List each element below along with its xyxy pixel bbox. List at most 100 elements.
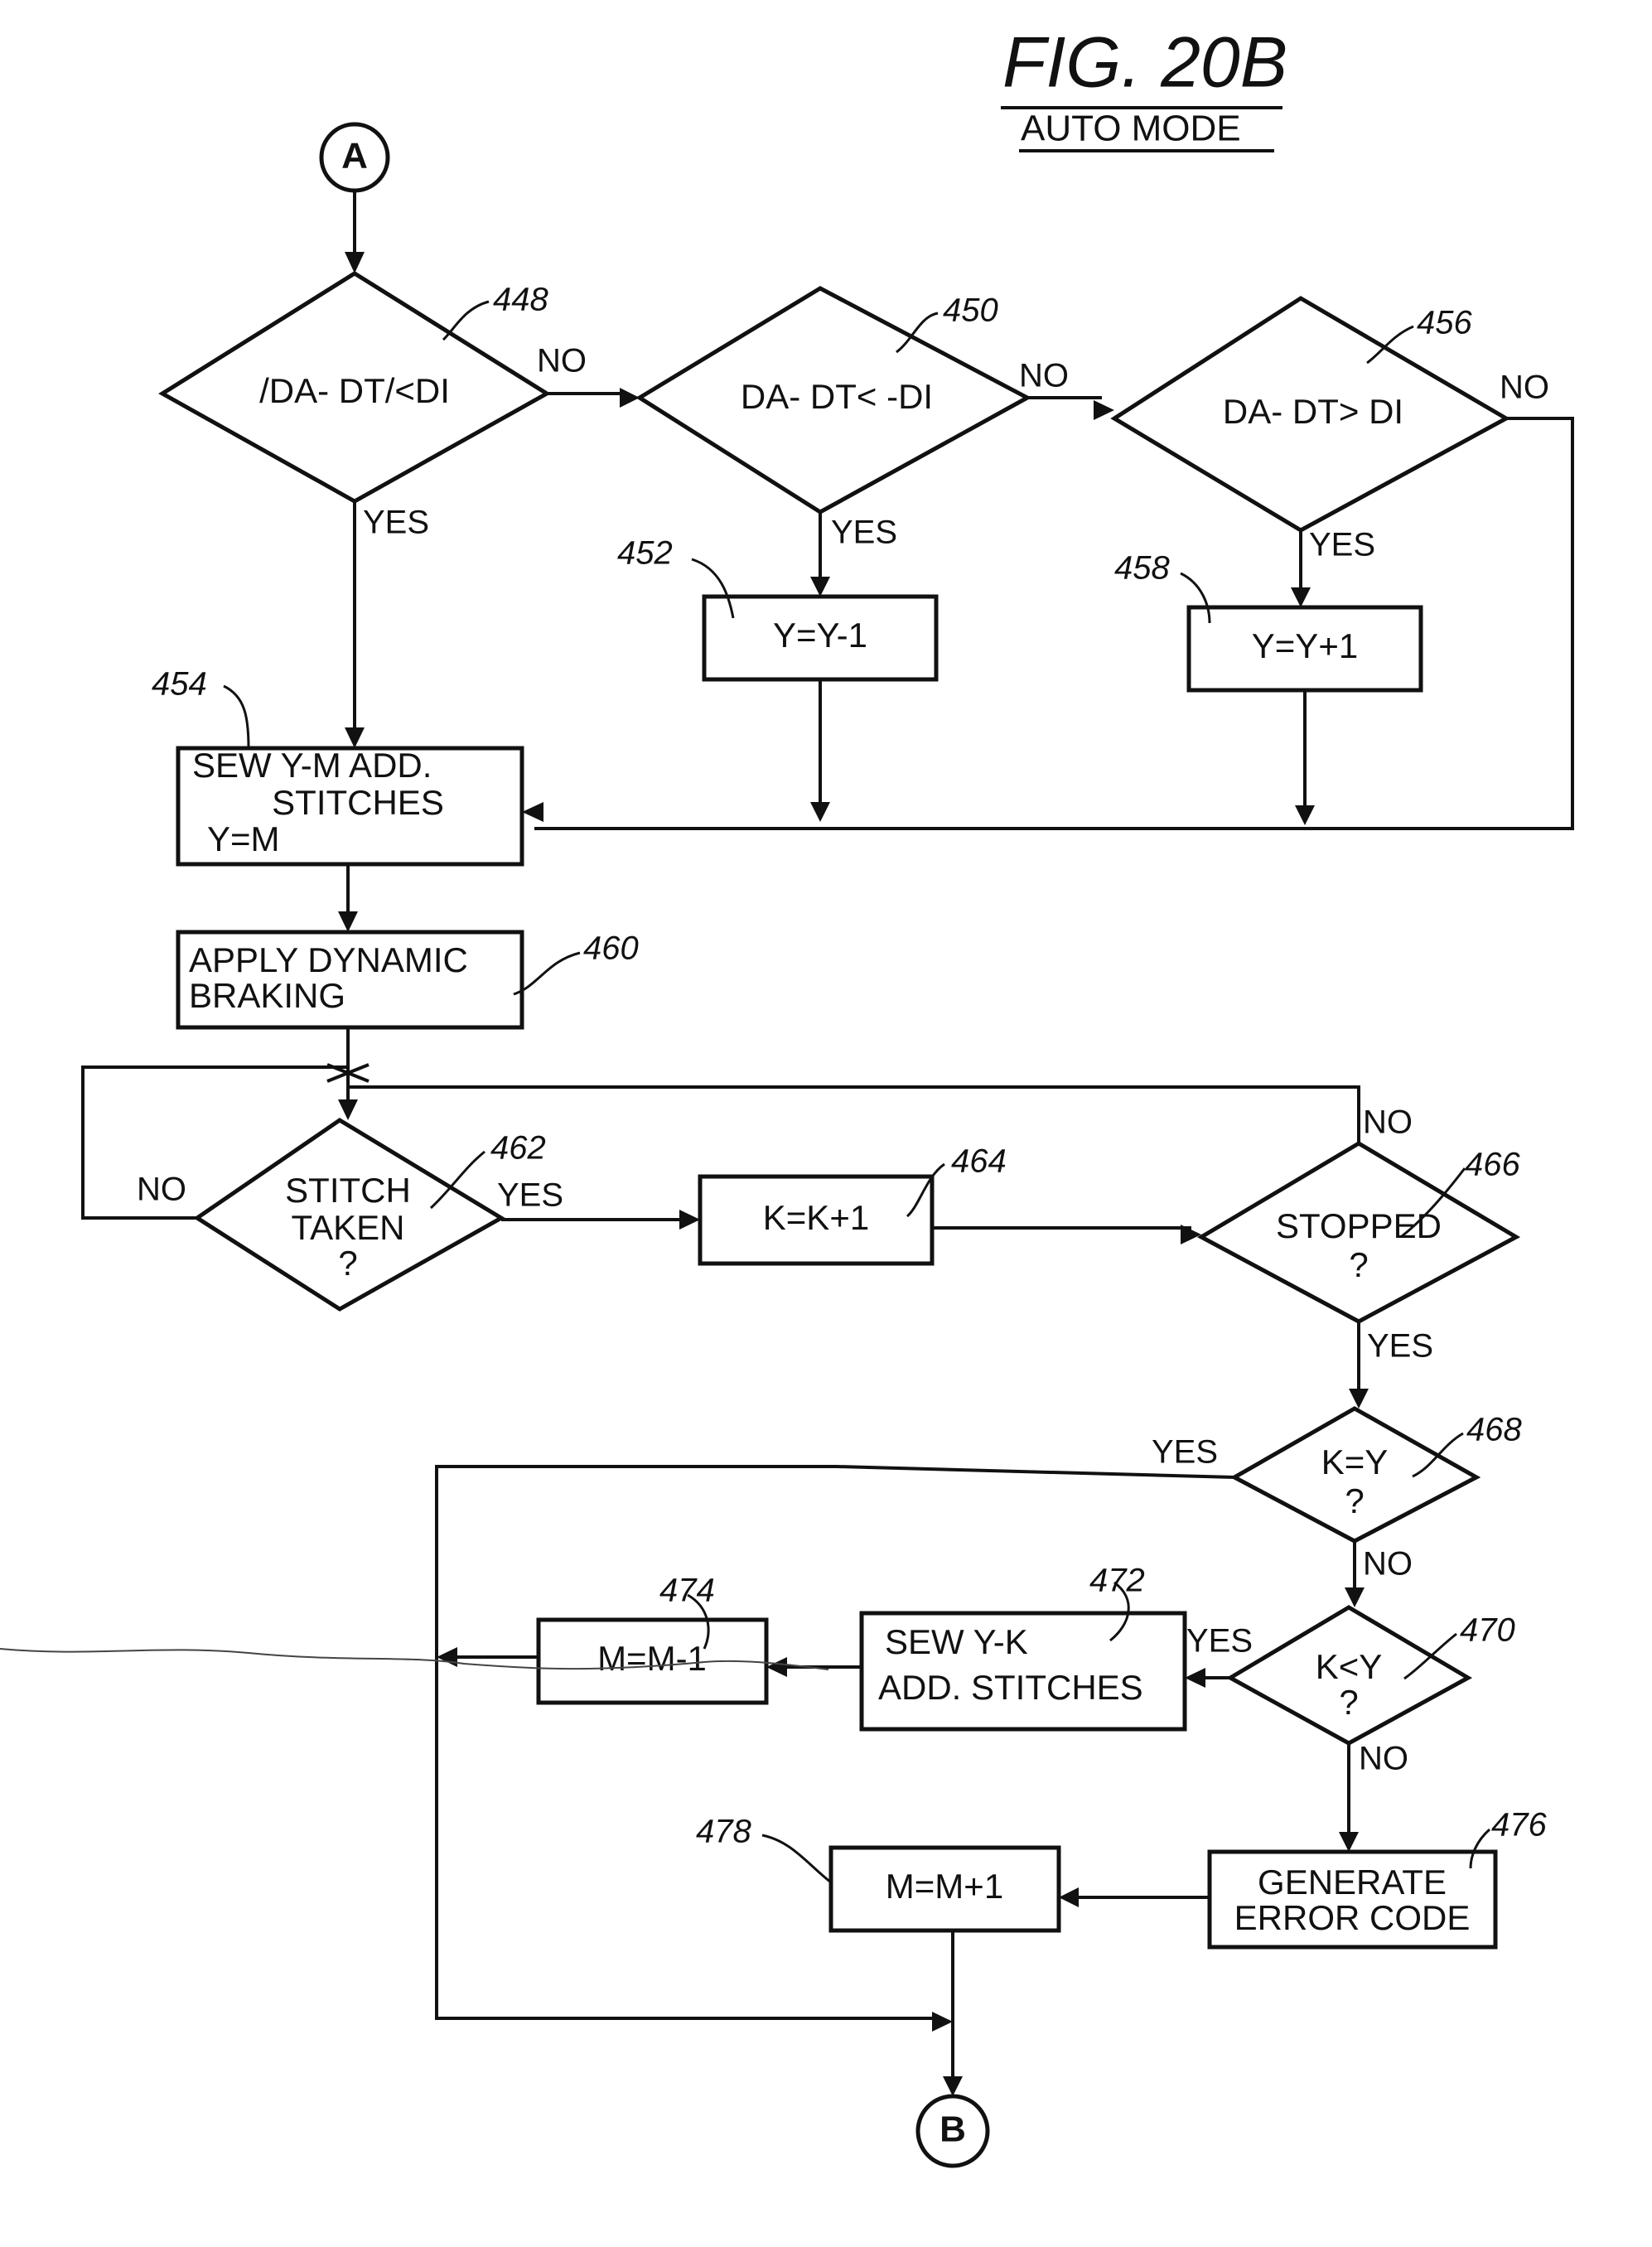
decision-466-line-1: STOPPED [1276,1206,1442,1245]
process-452 [702,594,939,682]
edge-label-448-yes: YES [363,505,429,541]
decision-462-line-3: ? [338,1244,357,1283]
leader-460 [513,951,581,996]
arrowhead-450-no [1094,400,1114,420]
arrowhead-458-down [1295,805,1315,825]
arrowhead-462-yes [679,1210,700,1230]
process-476-line-2: ERROR CODE [1234,1898,1471,1937]
arrowhead-448-yes [345,727,365,748]
loop-junction-mark [326,1063,370,1083]
ref-470: 470 [1460,1612,1515,1649]
ref-452: 452 [617,535,673,572]
ref-448: 448 [493,282,548,318]
edge-label-468-no: NO [1363,1546,1413,1583]
edge-456-no-return [534,417,1574,830]
edge-label-470-no: NO [1359,1741,1408,1777]
ref-466: 466 [1465,1147,1520,1183]
ref-468: 468 [1466,1412,1522,1448]
connector-b-label: B [940,2109,966,2150]
edge-466-no-loop [348,1085,1360,1143]
arrowhead-474-to-return [437,1647,457,1667]
process-478-text: M=M+1 [886,1867,1003,1906]
ref-458: 458 [1114,550,1170,587]
figure-title: FIG. 20B [1002,23,1287,103]
leader-476 [1469,1828,1490,1869]
arrowhead-450-yes [810,577,830,597]
process-464-text: K=K+1 [763,1198,869,1237]
arrowhead-468-no [1345,1587,1365,1607]
edge-label-466-yes: YES [1367,1328,1433,1365]
process-454-line-1: SEW Y-M ADD. [192,746,432,785]
edge-462-no-loop [81,1066,348,1220]
process-460-line-1: APPLY DYNAMIC [189,940,468,979]
ref-456: 456 [1417,305,1472,341]
scan-artifact-line [0,1648,829,1670]
decision-456-text: DA- DT> DI [1223,392,1403,431]
process-452-text: Y=Y-1 [773,616,867,655]
decision-468-line-1: K=Y [1321,1442,1389,1481]
process-454 [176,746,524,867]
decision-450-text: DA- DT< -DI [741,377,933,416]
edge-label-450-yes: YES [831,515,897,551]
process-460 [176,930,524,1030]
decision-470-line-2: ? [1339,1683,1358,1722]
process-454-line-3: Y=M [207,819,280,858]
arrowhead-466-yes [1349,1389,1369,1409]
process-464 [698,1174,935,1266]
leader-474 [687,1593,710,1650]
decision-462-line-2: TAKEN [292,1208,405,1247]
leader-448 [442,300,490,341]
process-460-line-2: BRAKING [189,976,345,1015]
process-454-line-2: STITCHES [272,783,444,822]
leader-478 [761,1834,832,1884]
leader-452 [691,558,735,619]
ref-450: 450 [943,292,998,329]
leader-470 [1403,1632,1457,1680]
edge-label-456-yes: YES [1309,527,1375,563]
edge-label-466-no: NO [1363,1104,1413,1141]
arrowhead-470-yes [1185,1668,1205,1688]
ref-474: 474 [659,1573,715,1609]
arrowhead-468-yes [932,2012,953,2032]
edge-468-yes [435,1465,1235,2020]
leader-456 [1366,325,1414,365]
arrowhead-460-to-462 [338,1099,358,1120]
leader-458 [1180,572,1211,624]
arrowhead-476-to-478 [1059,1887,1079,1907]
arrowhead-448-no [620,388,640,408]
decision-462 [193,1118,505,1312]
ref-464: 464 [951,1143,1007,1180]
decision-448-text: /DA- DT/<DI [259,371,450,410]
figure-subtitle: AUTO MODE [1021,109,1241,149]
edge-label-470-yes: YES [1186,1623,1253,1660]
leader-450 [896,312,939,354]
leader-472 [1109,1581,1130,1642]
arrowhead-456-yes [1291,587,1311,607]
leader-454 [223,684,250,749]
process-472-line-2: ADD. STITCHES [878,1668,1143,1707]
process-474-text: M=M-1 [597,1639,707,1678]
arrowhead-452-down [810,802,830,822]
ref-478: 478 [696,1814,751,1850]
arrowhead-470-no [1339,1832,1359,1852]
arrowhead-472-to-474 [766,1657,787,1677]
leader-468 [1412,1432,1464,1478]
connector-a-label: A [341,136,368,176]
process-476-line-1: GENERATE [1258,1863,1447,1901]
arrowhead-454-to-460 [338,911,358,932]
leader-462 [429,1150,485,1210]
process-458-text: Y=Y+1 [1252,626,1358,665]
process-472-line-1: SEW Y-K [885,1622,1028,1661]
ref-454: 454 [152,666,207,703]
process-472 [859,1611,1187,1732]
decision-470-line-1: K<Y [1316,1647,1383,1686]
edge-label-462-yes: YES [497,1177,563,1214]
ref-472: 472 [1089,1563,1145,1599]
arrowhead-478-to-b [943,2076,963,2096]
decision-468-line-2: ? [1345,1481,1364,1520]
edge-label-468-yes: YES [1152,1434,1218,1471]
edge-label-462-no: NO [137,1172,186,1208]
process-478 [828,1845,1061,1933]
edge-label-450-no: NO [1019,358,1069,394]
